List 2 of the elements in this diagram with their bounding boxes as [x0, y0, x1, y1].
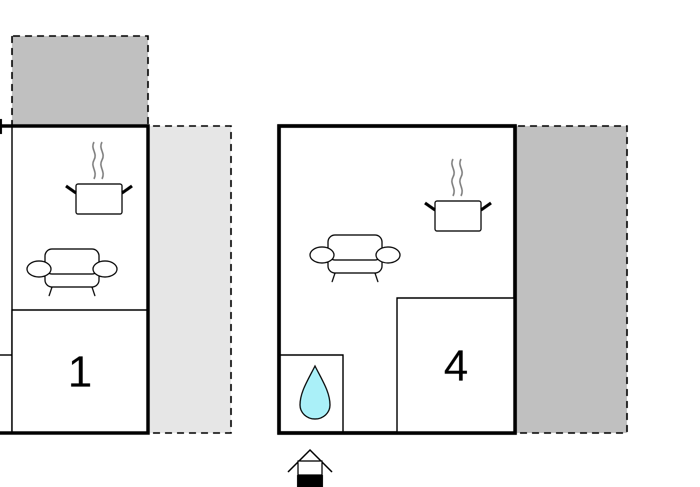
- room-box: 1: [11, 309, 149, 434]
- room-box: 4: [396, 297, 516, 434]
